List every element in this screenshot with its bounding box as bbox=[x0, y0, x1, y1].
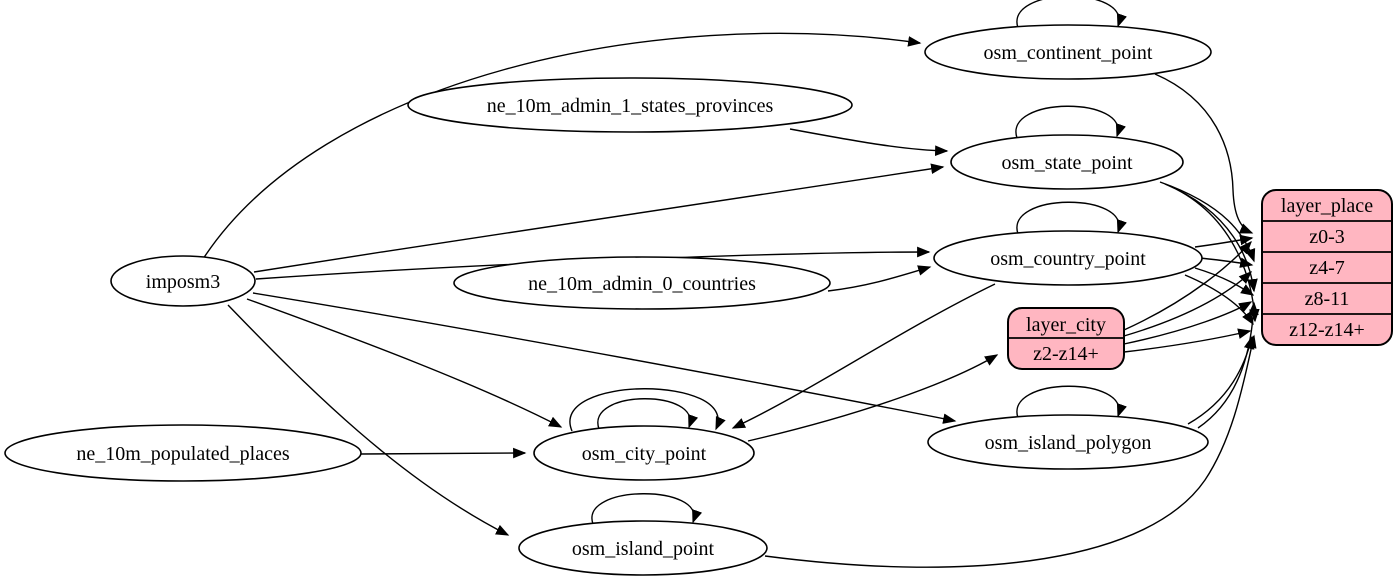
edge-island-polygon-z12 bbox=[1187, 335, 1255, 425]
self-loop-city-inner bbox=[597, 398, 699, 430]
node-layer-city: layer_city z2-z14+ bbox=[1007, 307, 1125, 370]
state-label: osm_state_point bbox=[1001, 152, 1133, 174]
edge-country-z4-7 bbox=[1199, 257, 1254, 268]
edge-imposm3-continent bbox=[202, 32, 922, 260]
layer-place-row-z0-3: z0-3 bbox=[1309, 226, 1345, 248]
ne-countries-shape bbox=[453, 256, 831, 310]
city-shape bbox=[533, 425, 755, 481]
imposm3-label: imposm3 bbox=[146, 271, 220, 293]
node-ne-10m-admin-1-states-provinces: ne_10m_admin_1_states_provinces bbox=[407, 77, 853, 133]
node-osm-state-point: osm_state_point bbox=[950, 134, 1184, 190]
edge-layer-city-z4-7 bbox=[1123, 271, 1253, 337]
layer-place-row-z12-z14: z12-z14+ bbox=[1289, 319, 1365, 341]
city-label: osm_city_point bbox=[582, 443, 707, 465]
ne-places-shape bbox=[4, 424, 362, 482]
imposm3-shape bbox=[110, 255, 256, 307]
layer-place-row-z8-11: z8-11 bbox=[1305, 288, 1350, 310]
edge-continent-z0-3 bbox=[1154, 73, 1254, 234]
edge-imposm3-state bbox=[253, 163, 945, 273]
self-loop-city-outer bbox=[569, 388, 726, 432]
island-polygon-shape bbox=[927, 414, 1209, 470]
edge-country-city bbox=[731, 283, 996, 429]
node-osm-continent-point: osm_continent_point bbox=[924, 24, 1212, 80]
edge-layer-city-z8-11 bbox=[1123, 301, 1253, 345]
continent-shape bbox=[924, 24, 1212, 80]
ne-states-shape bbox=[407, 77, 853, 133]
edge-imposm3-island-point bbox=[227, 304, 510, 536]
node-osm-city-point: osm_city_point bbox=[533, 425, 755, 481]
ne-places-label: ne_10m_populated_places bbox=[76, 443, 289, 465]
state-shape bbox=[950, 134, 1184, 190]
self-loop-island-point bbox=[591, 493, 703, 525]
self-loop-country bbox=[1016, 201, 1127, 235]
layer-place-shape bbox=[1261, 189, 1393, 346]
continent-label: osm_continent_point bbox=[984, 42, 1153, 64]
node-osm-island-point: osm_island_point bbox=[518, 520, 768, 576]
edge-country-z8-11 bbox=[1194, 267, 1255, 296]
ne-countries-label: ne_10m_admin_0_countries bbox=[528, 273, 756, 295]
node-layer-place: layer_place z0-3 z4-7 z8-11 z12-z14+ bbox=[1261, 189, 1393, 346]
layer-place-title: layer_place bbox=[1281, 195, 1373, 217]
edge-ne-states-state bbox=[789, 128, 949, 157]
edge-layer-city-z0-3 bbox=[1123, 240, 1252, 331]
node-imposm3: imposm3 bbox=[110, 255, 256, 307]
island-point-shape bbox=[518, 520, 768, 576]
edge-city-layer-city bbox=[747, 354, 999, 442]
island-point-label: osm_island_point bbox=[572, 538, 715, 560]
edge-country-z0-3 bbox=[1194, 234, 1254, 248]
edge-imposm3-city bbox=[246, 298, 563, 428]
edge-ne-countries-country bbox=[827, 265, 932, 292]
island-polygon-label: osm_island_polygon bbox=[985, 432, 1152, 454]
layer-place-row-z4-7: z4-7 bbox=[1309, 257, 1345, 279]
edges-group bbox=[202, 0, 1260, 568]
edge-imposm3-island-polygon bbox=[252, 292, 957, 424]
self-loop-state bbox=[1015, 105, 1126, 139]
edge-island-point-z12 bbox=[764, 334, 1257, 568]
node-osm-country-point: osm_country_point bbox=[933, 230, 1203, 286]
self-loop-continent bbox=[1016, 0, 1127, 29]
edge-state-z8-11 bbox=[1164, 183, 1258, 293]
node-ne-10m-admin-0-countries: ne_10m_admin_0_countries bbox=[453, 256, 831, 310]
country-label: osm_country_point bbox=[990, 248, 1146, 270]
ne-states-label: ne_10m_admin_1_states_provinces bbox=[487, 95, 774, 117]
layer-city-title: layer_city bbox=[1026, 314, 1106, 336]
self-loop-island-polygon bbox=[1016, 385, 1127, 419]
country-shape bbox=[933, 230, 1203, 286]
node-osm-island-polygon: osm_island_polygon bbox=[927, 414, 1209, 470]
edge-layer-city-z12 bbox=[1123, 328, 1252, 353]
layer-city-row-z2-z14: z2-z14+ bbox=[1033, 343, 1099, 365]
edge-island-polygon-z8-11 bbox=[1197, 301, 1259, 429]
edge-ne-places-city bbox=[360, 447, 527, 459]
node-ne-10m-populated-places: ne_10m_populated_places bbox=[4, 424, 362, 482]
